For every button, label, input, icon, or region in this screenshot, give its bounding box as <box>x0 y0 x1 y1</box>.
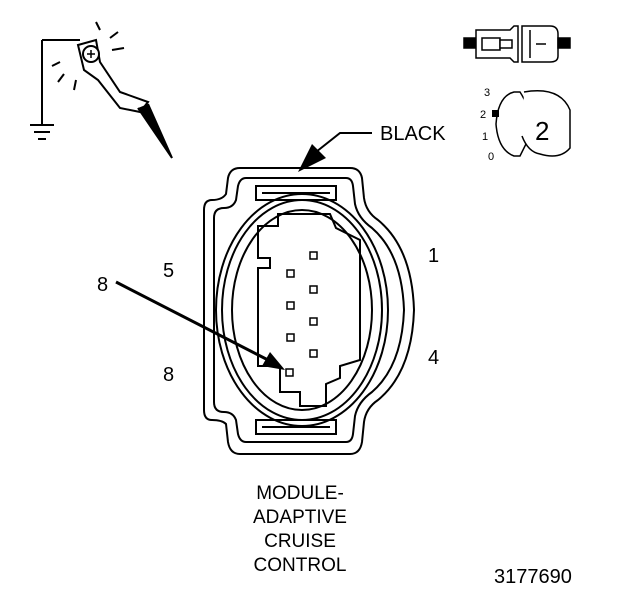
caption-line-3: CRUISE <box>264 531 336 552</box>
terminal-cavities <box>285 251 318 377</box>
lock-position-2: 2 <box>480 109 486 121</box>
wire-color-leader <box>298 132 372 172</box>
pin-callout-label: 8 <box>97 274 108 296</box>
terminal-1 <box>309 251 318 260</box>
lock-position-icon: 3 2 1 0 2 <box>480 87 571 163</box>
pin-label-bottom-left: 8 <box>163 364 174 386</box>
ground-probe-icon <box>30 21 173 159</box>
terminal-5 <box>286 269 295 278</box>
wire-color-label: BLACK <box>380 123 446 145</box>
lock-position-1: 1 <box>482 131 488 143</box>
terminal-4 <box>309 349 318 358</box>
lock-position-3: 3 <box>484 87 490 99</box>
terminal-6 <box>286 301 295 310</box>
connector-caption: MODULE- ADAPTIVE CRUISE CONTROL <box>200 482 400 578</box>
lock-position-0: 0 <box>488 151 494 163</box>
terminal-7 <box>286 333 295 342</box>
terminal-8 <box>285 368 294 377</box>
figure-number: 3177690 <box>494 566 572 588</box>
pin-label-top-right: 1 <box>428 245 439 267</box>
pin-label-top-left: 5 <box>163 260 174 282</box>
pin-label-bottom-right: 4 <box>428 347 439 369</box>
caption-line-2: ADAPTIVE <box>253 507 347 528</box>
caption-line-4: CONTROL <box>253 555 347 576</box>
connector-view-icon <box>463 25 571 63</box>
connector-outline <box>203 167 416 455</box>
terminal-3 <box>309 317 318 326</box>
terminal-2 <box>309 285 318 294</box>
caption-line-1: MODULE- <box>256 483 344 504</box>
lock-badge: 2 <box>535 116 549 146</box>
pin-callout-arrow <box>115 280 285 370</box>
